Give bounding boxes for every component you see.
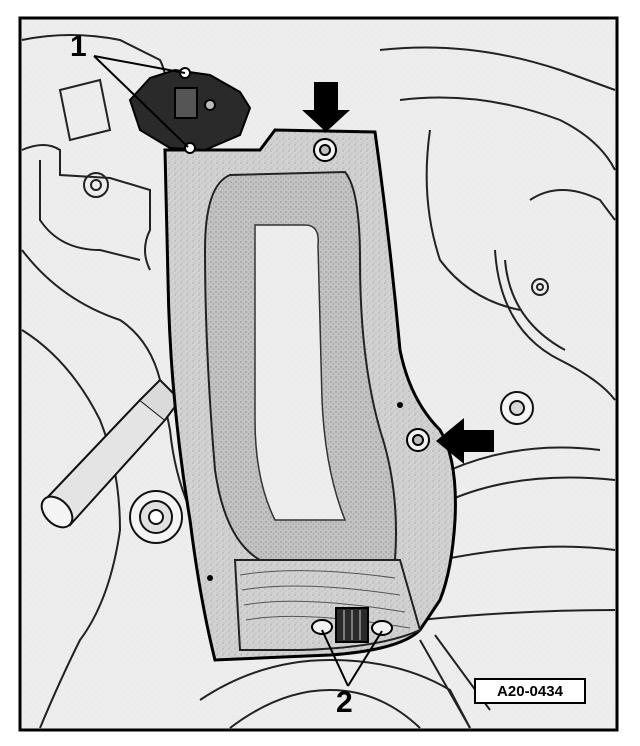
part-1-bracket: [128, 67, 252, 154]
right-body-structure: [379, 46, 616, 621]
figure-code-label: A20-0434: [474, 678, 586, 704]
callout-2-leaders: [321, 629, 383, 687]
arrow-down-icon: [302, 82, 350, 132]
right-round-bolt: [500, 391, 534, 425]
right-mounting-bolt: [406, 428, 430, 452]
cover-panel: [163, 128, 457, 662]
callout-label-2: 2: [336, 686, 353, 719]
callout-1-leaders: [93, 55, 189, 148]
part-2-clip: [311, 607, 393, 643]
left-cylinder: [40, 378, 182, 529]
left-round-bolt: [129, 490, 183, 544]
arrow-left-icon: [436, 418, 494, 464]
top-mounting-bolt: [313, 138, 337, 162]
callout-label-1: 1: [70, 30, 87, 63]
